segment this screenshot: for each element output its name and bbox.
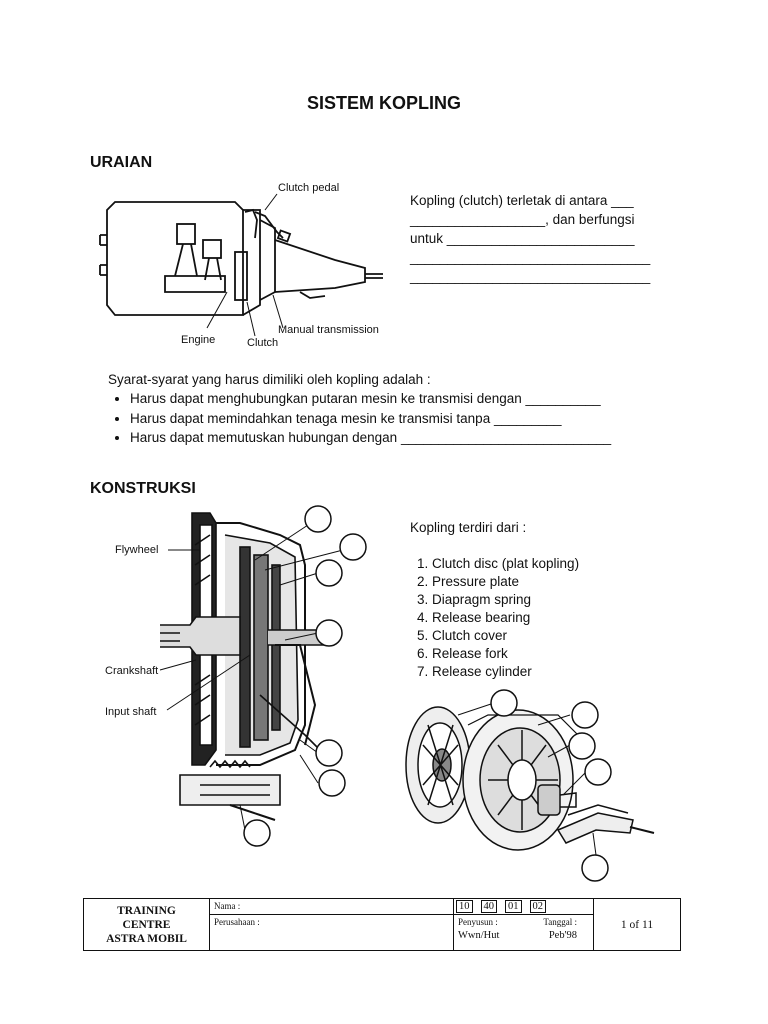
- label-clutch-pedal: Clutch pedal: [278, 182, 339, 194]
- org-line: ASTRA MOBIL: [106, 932, 187, 945]
- callout-circle: [318, 769, 346, 797]
- callout-circle: [584, 758, 612, 786]
- callout-circle: [315, 739, 343, 767]
- paragraph-line: untuk _________________________: [410, 231, 635, 246]
- requirements-list: Harus dapat menghubungkan putaran mesin …: [110, 389, 700, 448]
- paragraph-line: ________________________________: [410, 269, 651, 284]
- label-engine: Engine: [181, 334, 215, 346]
- engine-clutch-diagram: Clutch pedal Engine Clutch Manual transm…: [99, 182, 383, 349]
- part-item: Release fork: [432, 645, 692, 663]
- penyusun-label: Penyusun :: [458, 917, 498, 927]
- code-cell: 10 40 01 02: [453, 898, 594, 915]
- paragraph-line: ________________________________: [410, 250, 651, 265]
- code-box: 01: [505, 900, 522, 913]
- perusahaan-label: Perusahaan :: [214, 917, 260, 927]
- label-manual-transmission: Manual transmission: [278, 324, 379, 336]
- tanggal-value: Peb'98: [548, 930, 577, 941]
- callout-circle: [315, 559, 343, 587]
- requirement-item: Harus dapat memutuskan hubungan dengan _…: [130, 428, 700, 448]
- part-item: Release cylinder: [432, 663, 692, 681]
- exploded-parts-diagram: [405, 689, 655, 882]
- code-box: 10: [456, 900, 473, 913]
- code-box: 40: [480, 900, 497, 913]
- page-title: SISTEM KOPLING: [306, 93, 461, 113]
- part-item: Clutch disc (plat kopling): [432, 555, 692, 573]
- nama-label: Nama :: [214, 901, 241, 911]
- section-heading-konstruksi: KONSTRUKSI: [90, 480, 196, 497]
- label-crankshaft: Crankshaft: [105, 665, 158, 677]
- paragraph-line: Kopling (clutch) terletak di antara ___: [410, 193, 634, 208]
- callout-circle: [568, 732, 596, 760]
- page-number-cell: 1 of 11: [593, 898, 681, 951]
- callout-circle: [490, 689, 518, 717]
- nama-cell: Nama :: [209, 898, 454, 915]
- clutch-cross-section-diagram: Flywheel Crankshaft Input shaft: [105, 505, 367, 847]
- org-line: TRAINING: [117, 904, 176, 917]
- requirement-item: Harus dapat memindahkan tenaga mesin ke …: [130, 409, 700, 429]
- label-flywheel: Flywheel: [115, 544, 158, 556]
- kopling-location-paragraph: Kopling (clutch) terletak di antara ___ …: [410, 191, 670, 286]
- callout-circle: [571, 701, 599, 729]
- footer-table: TRAINING CENTRE ASTRA MOBIL Nama : 10 40 0…: [83, 898, 681, 951]
- training-centre-cell: TRAINING CENTRE ASTRA MOBIL: [83, 898, 210, 951]
- label-clutch: Clutch: [247, 337, 278, 349]
- requirements-intro: Syarat-syarat yang harus dimiliki oleh k…: [108, 372, 431, 387]
- requirement-item: Harus dapat menghubungkan putaran mesin …: [130, 389, 700, 409]
- perusahaan-cell: Perusahaan :: [209, 914, 454, 951]
- parts-intro: Kopling terdiri dari :: [410, 520, 527, 535]
- penyusun-tanggal-cell: Penyusun : Tanggal : Wwn/Hut Peb'98: [453, 914, 594, 951]
- penyusun-value: Wwn/Hut: [458, 930, 500, 941]
- page-number: 1 of 11: [620, 918, 654, 931]
- parts-list: Clutch disc (plat kopling) Pressure plat…: [410, 555, 692, 681]
- label-input-shaft: Input shaft: [105, 706, 156, 718]
- callout-circle: [581, 854, 609, 882]
- callout-circle: [243, 819, 271, 847]
- part-item: Pressure plate: [432, 573, 692, 591]
- paragraph-line: __________________, dan berfungsi: [410, 212, 635, 227]
- code-box: 02: [529, 900, 546, 913]
- callout-circle: [339, 533, 367, 561]
- part-item: Clutch cover: [432, 627, 692, 645]
- org-line: CENTRE: [122, 918, 171, 931]
- section-heading-uraian: URAIAN: [90, 154, 153, 171]
- part-item: Diapragm spring: [432, 591, 692, 609]
- part-item: Release bearing: [432, 609, 692, 627]
- callout-circle: [304, 505, 332, 533]
- callout-circle: [315, 619, 343, 647]
- tanggal-label: Tanggal :: [543, 917, 577, 927]
